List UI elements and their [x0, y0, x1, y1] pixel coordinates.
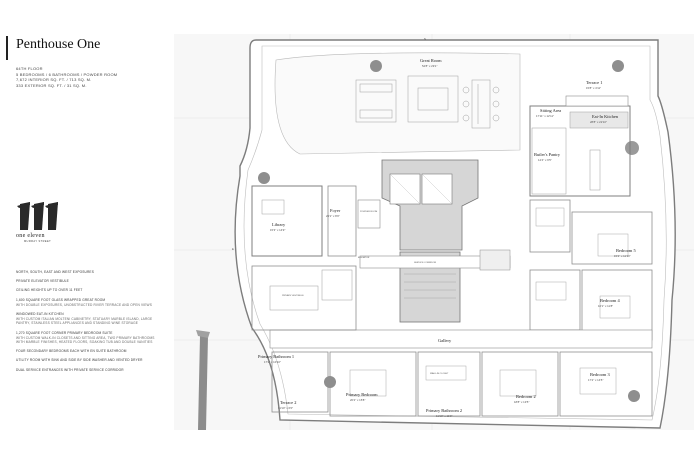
- exterior-area: 333 EXTERIOR SQ. FT. / 31 SQ. M.: [16, 82, 87, 88]
- svg-text:11'10" x 11'3": 11'10" x 11'3": [436, 414, 452, 418]
- room-terrace-2: Terrace 2: [280, 400, 296, 405]
- feature-item: DUAL SERVICE ENTRANCES WITH PRIVATE SERV…: [16, 367, 124, 372]
- feature-item: 1,600 SQUARE FOOT GLASS WRAPPED GREAT RO…: [16, 297, 152, 307]
- room-bedroom-5: Bedroom 5: [616, 248, 636, 253]
- room-bedroom-3: Bedroom 3: [590, 372, 610, 377]
- svg-text:11'10" x 6'0": 11'10" x 6'0": [278, 406, 293, 410]
- svg-text:28'8" x 22'10": 28'8" x 22'10": [590, 120, 607, 124]
- column: [625, 141, 639, 155]
- column: [612, 60, 624, 72]
- svg-text:14'4" x 9'5": 14'4" x 9'5": [538, 158, 552, 162]
- room-terrace-1: Terrace 1: [586, 80, 602, 85]
- svg-text:20'2" x 15'8": 20'2" x 15'8": [350, 398, 365, 402]
- svg-text:15'8" x 4'11": 15'8" x 4'11": [586, 86, 601, 90]
- feature-list: NORTH, SOUTH, EAST AND WEST EXPOSURES PR…: [16, 270, 156, 377]
- svg-text:24'1" x 8'0": 24'1" x 8'0": [326, 214, 340, 218]
- label-walk-in-closet: WALK-IN CLOSET: [430, 372, 449, 375]
- interior-area: 7,672 INTERIOR SQ. FT. / 713 SQ. M.: [16, 77, 92, 83]
- north-marker: N: [424, 37, 426, 41]
- svg-text:54'8" x 29'1": 54'8" x 29'1": [422, 64, 437, 68]
- title-accent-bar: [6, 36, 8, 60]
- floor-label: 64TH FLOOR: [16, 66, 43, 71]
- feature-item: PRIVATE ELEVATOR VESTIBULE: [16, 279, 69, 284]
- column: [628, 390, 640, 402]
- feature-item: NORTH, SOUTH, EAST AND WEST EXPOSURES: [16, 270, 94, 274]
- logo-wordmark: one eleven: [16, 233, 45, 239]
- great-room-furniture: [355, 75, 500, 129]
- info-sidebar: Penthouse One 64TH FLOOR 5 BEDROOMS / 6 …: [0, 0, 160, 466]
- svg-text:17'11" x 12'11": 17'11" x 12'11": [536, 114, 554, 118]
- svg-text:15'2" x 11'10": 15'2" x 11'10": [614, 254, 631, 258]
- neighbor-tower: [198, 336, 208, 430]
- logo-subtitle: MURRAY STREET: [24, 240, 52, 243]
- rooms-label: 5 BEDROOMS / 6 BATHROOMS / POWDER ROOM: [16, 71, 118, 77]
- column: [258, 172, 270, 184]
- feature-item: CEILING HEIGHTS UP TO OVER 11 FEET: [16, 288, 83, 293]
- label-elevator: ELEVATOR: [358, 256, 370, 259]
- room-eat-in-kitchen: Eat-In Kitchen: [592, 114, 619, 119]
- room-bedroom-4: Bedroom 4: [600, 298, 620, 303]
- room-gallery: Gallery: [438, 338, 452, 343]
- svg-text:17'2" x 10'10": 17'2" x 10'10": [264, 360, 281, 364]
- feature-item: FOUR SECONDARY BEDROOMS EACH WITH EN SUI…: [16, 349, 127, 354]
- label-service-corridor: SERVICE CORRIDOR: [414, 262, 437, 264]
- feature-item: UTILITY ROOM WITH SINK AND SIDE BY SIDE …: [16, 358, 143, 363]
- floor-plan: N E Great Room 54'8" x 29'1" Terrace 1 1…: [160, 0, 700, 466]
- room-primary-bedroom: Primary Bedroom: [346, 392, 378, 397]
- room-library: Library: [272, 222, 286, 227]
- room-sitting-area: Sitting Area: [540, 108, 561, 113]
- label-private-vestibule: PRIVATE VESTIBULE: [282, 294, 304, 297]
- room-primary-bathroom-1: Primary Bathroom 1: [258, 354, 294, 359]
- room-primary-bathroom-2: Primary Bathroom 2: [426, 408, 462, 413]
- one-eleven-logo: [17, 202, 58, 230]
- feature-item: 1,270 SQUARE FOOT CORNER PRIMARY BEDROOM…: [16, 330, 155, 345]
- room-great-room: Great Room: [420, 58, 442, 63]
- svg-text:18'8" x 13'5": 18'8" x 13'5": [514, 400, 529, 404]
- unit-summary: 64TH FLOOR 5 BEDROOMS / 6 BATHROOMS / PO…: [16, 66, 156, 88]
- label-powder-room: POWDER ROOM: [360, 211, 377, 213]
- svg-text:17'2" x 14'5": 17'2" x 14'5": [588, 378, 603, 382]
- floor-plan-drawing: N E Great Room 54'8" x 29'1" Terrace 1 1…: [174, 34, 694, 430]
- room-bedroom-2: Bedroom 2: [516, 394, 536, 399]
- room-foyer: Foyer: [330, 208, 341, 213]
- room-butlers-pantry: Butler's Pantry: [534, 152, 561, 157]
- svg-text:15'3" x 14'9": 15'3" x 14'9": [270, 228, 285, 232]
- svg-text:16'1" x 11'8": 16'1" x 11'8": [598, 304, 613, 308]
- east-marker: E: [232, 247, 234, 251]
- column: [370, 60, 382, 72]
- page-title: Penthouse One: [16, 37, 101, 52]
